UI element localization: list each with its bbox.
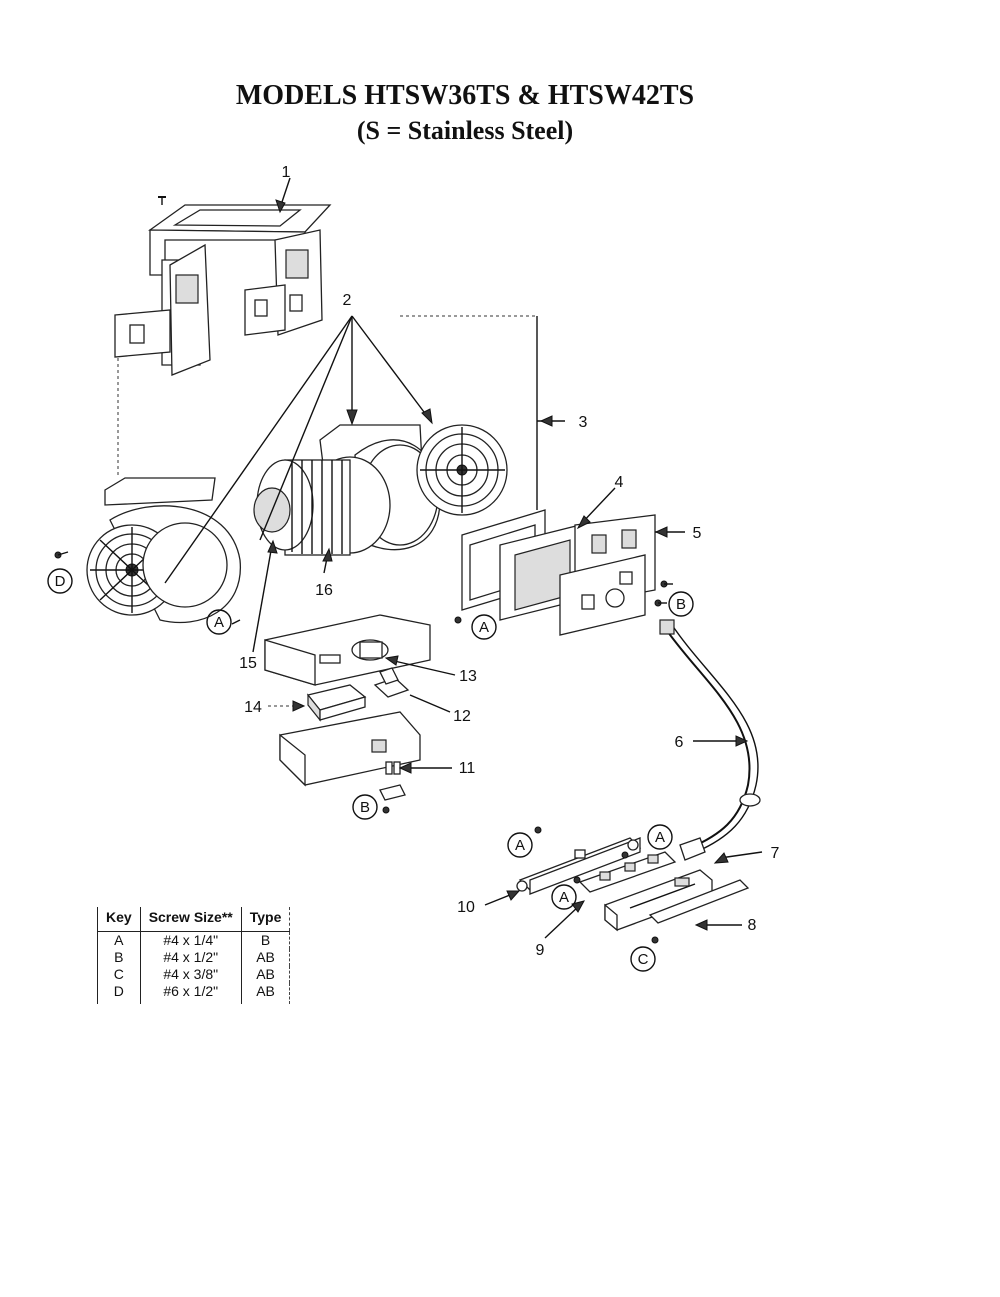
svg-text:A: A <box>479 619 489 636</box>
leader-lines-2 <box>164 315 433 584</box>
callout-2: 2 <box>343 292 352 309</box>
blower-housing-left <box>86 477 241 624</box>
arrow-icon <box>384 655 399 666</box>
arrow-icon <box>322 547 333 562</box>
arrow-icon <box>576 515 591 530</box>
table-cell: #6 x 1/2" <box>140 983 242 1004</box>
screw-key-a-circle: A <box>206 609 232 635</box>
switch-part-12 <box>373 667 410 698</box>
diagram-title: MODELS HTSW36TS & HTSW42TS <box>235 80 695 111</box>
capacitor-part-13 <box>351 639 389 661</box>
screw-key-c-circle: C <box>630 946 656 972</box>
control-panel-part-5 <box>559 554 646 636</box>
mounting-bracket-part-1 <box>114 204 332 376</box>
svg-text:D: D <box>55 573 66 590</box>
screw-size-table: Key Screw Size** Type A #4 x 1/4" B B #4… <box>97 907 291 1004</box>
leader-line-12 <box>409 694 451 713</box>
svg-text:B: B <box>676 596 686 613</box>
screw-key-a-circle: A <box>551 884 577 910</box>
svg-text:A: A <box>655 829 665 846</box>
callout-6: 6 <box>675 734 684 751</box>
leader-lines-3 <box>400 315 565 510</box>
screw-icon <box>158 196 166 205</box>
leader-line-7 <box>719 851 763 859</box>
callout-13: 13 <box>459 668 477 685</box>
callout-3: 3 <box>579 414 588 431</box>
callout-8: 8 <box>748 917 757 934</box>
table-cell: AB <box>241 949 291 966</box>
table-cell: #4 x 1/2" <box>140 949 242 966</box>
svg-text:B: B <box>360 799 370 816</box>
blower-housing-right <box>319 424 508 551</box>
table-header-row: Key Screw Size** Type <box>97 907 291 932</box>
table-cell: C <box>97 966 141 983</box>
table-cell: AB <box>241 983 291 1004</box>
arrow-icon <box>292 700 306 712</box>
table-cell: #4 x 1/4" <box>140 931 242 949</box>
arrow-icon <box>654 526 668 538</box>
table-cell: #4 x 3/8" <box>140 966 242 983</box>
arrow-icon <box>506 890 521 901</box>
terminal-block-part-14 <box>306 684 367 722</box>
arrow-icon <box>694 919 708 931</box>
table-row: A #4 x 1/4" B <box>97 931 291 949</box>
table-cell: A <box>97 931 141 949</box>
callout-7: 7 <box>771 845 780 862</box>
screw-key-a-circle: A <box>471 614 497 640</box>
column-header: Screw Size** <box>140 907 242 932</box>
callout-16: 16 <box>315 582 333 599</box>
screw-key-a-circle: A <box>647 824 673 850</box>
switch-rail-part-10 <box>516 837 642 895</box>
column-header: Type <box>241 907 291 932</box>
column-header: Key <box>97 907 141 932</box>
screw-key-d-circle: D <box>47 568 73 594</box>
table-cell: B <box>97 949 141 966</box>
callout-5: 5 <box>693 525 702 542</box>
svg-text:A: A <box>559 889 569 906</box>
screw-key-b-circle: B <box>352 794 378 820</box>
leader-line-13 <box>389 659 456 676</box>
leader-line-15 <box>252 544 273 653</box>
ribbon-cable-part-6 <box>659 619 761 861</box>
blower-wheel-motor-part-16 <box>253 456 391 556</box>
junction-box-bracket-part-15 <box>264 614 431 686</box>
circuit-board-part-9 <box>578 851 677 893</box>
callout-15: 15 <box>239 655 257 672</box>
leader-line-9 <box>544 904 581 939</box>
screw-key-b-circle: B <box>668 591 694 617</box>
trim-panel-part-8 <box>648 879 750 924</box>
arrow-icon <box>571 900 585 913</box>
table-cell: AB <box>241 966 291 983</box>
svg-text:A: A <box>214 614 224 631</box>
diagram-subtitle: (S = Stainless Steel) <box>356 116 574 145</box>
arrow-icon <box>267 539 278 554</box>
connector-part-11 <box>379 761 452 814</box>
callout-14: 14 <box>244 699 262 716</box>
screw-key-a-circle: A <box>507 832 533 858</box>
svg-text:C: C <box>638 951 649 968</box>
callout-12: 12 <box>453 708 471 725</box>
arrow-icon <box>735 735 749 747</box>
svg-text:A: A <box>515 837 525 854</box>
callout-11: 11 <box>459 760 476 777</box>
arrow-icon <box>275 199 286 214</box>
arrow-icon <box>713 852 729 864</box>
table-cell: D <box>97 983 141 1004</box>
screw-icon <box>54 551 659 944</box>
callout-1: 1 <box>282 164 291 181</box>
callout-10: 10 <box>457 899 475 916</box>
junction-box-cover <box>279 711 421 787</box>
screw-icon <box>654 580 673 607</box>
table-row: D #6 x 1/2" AB <box>97 983 291 1004</box>
table-row: B #4 x 1/2" AB <box>97 949 291 966</box>
table-row: C #4 x 3/8" AB <box>97 966 291 983</box>
switch-housing-part-7 <box>604 869 713 932</box>
table-cell: B <box>241 931 291 949</box>
callout-4: 4 <box>615 474 624 491</box>
callout-9: 9 <box>536 942 545 959</box>
